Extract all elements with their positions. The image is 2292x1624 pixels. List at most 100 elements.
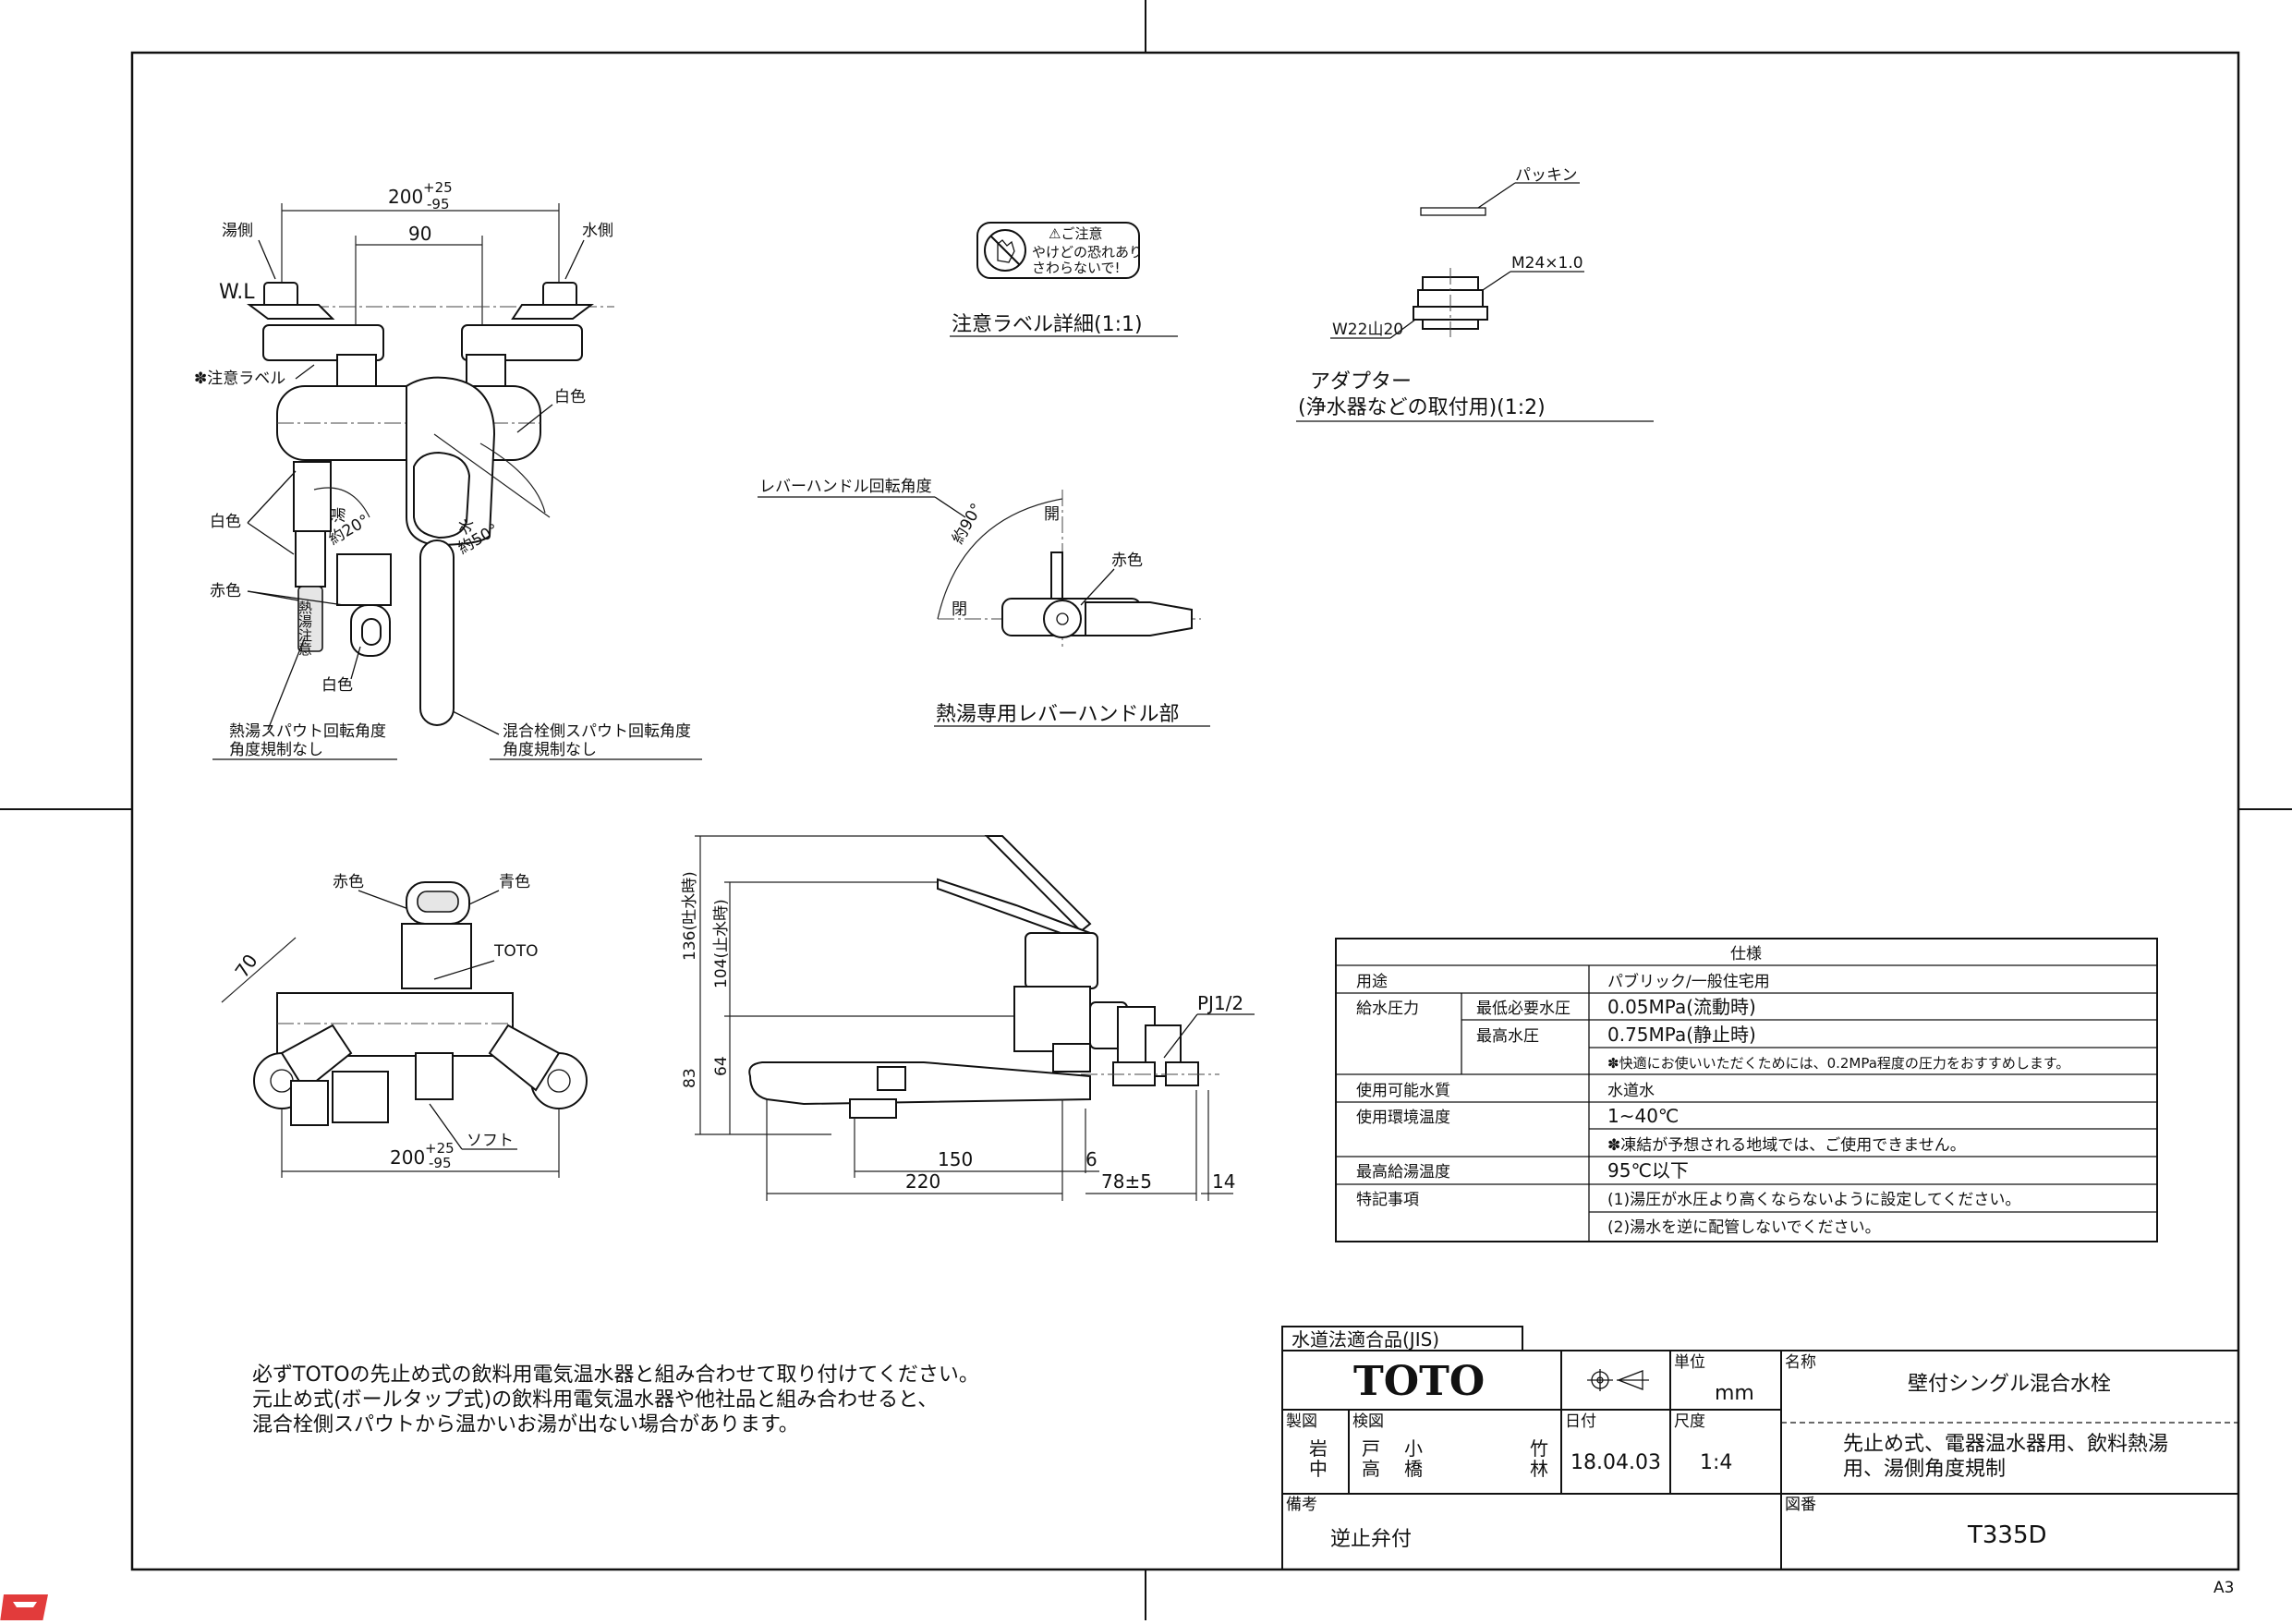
spec-row-1-label: 給水圧力 bbox=[1356, 1000, 1419, 1018]
jis-label: 水道法適合品(JIS) bbox=[1292, 1328, 1439, 1351]
thread-label: M24×1.0 bbox=[1511, 254, 1583, 273]
closed-label: 閉 bbox=[952, 600, 967, 619]
dim-104: 104(止水時) bbox=[712, 899, 731, 988]
label-caption: 注意ラベル詳細(1:1) bbox=[952, 313, 1143, 336]
label-line2: さわらないで! bbox=[1032, 260, 1121, 276]
spec-row-2-sub: 最高水圧 bbox=[1476, 1027, 1539, 1046]
dim-220: 220 bbox=[905, 1170, 940, 1193]
packing-label: パッキン bbox=[1515, 166, 1578, 185]
name-label: 名称 bbox=[1785, 1353, 1816, 1372]
dim-top: 200 bbox=[388, 186, 423, 208]
product-name: 壁付シングル混合水栓 bbox=[1908, 1373, 2111, 1396]
top-red-label: 赤色 bbox=[333, 873, 364, 891]
checked-e: 竹 bbox=[1530, 1437, 1548, 1460]
dim-14: 14 bbox=[1212, 1170, 1235, 1193]
side-view: 136(吐水時) 104(止水時) 83 64 PJ1/2 bbox=[681, 835, 1255, 1201]
label-title: ⚠ご注意 bbox=[1049, 225, 1102, 242]
spec-row-6-value: ✽凍結が予想される地域では、ご使用できません。 bbox=[1607, 1135, 1966, 1155]
svg-text:+25: +25 bbox=[423, 179, 453, 196]
front-view: 200 +25 -95 90 湯側 水側 W.L bbox=[194, 179, 702, 760]
spec-row-2-value: 0.75MPa(静止時) bbox=[1607, 1024, 1756, 1046]
checked-b: 小 bbox=[1404, 1437, 1423, 1460]
caution-label-callout: ✽注意ラベル bbox=[194, 370, 285, 388]
open-label: 開 bbox=[1044, 505, 1060, 524]
white-label-1: 白色 bbox=[554, 388, 586, 406]
drawn-2: 中 bbox=[1309, 1458, 1328, 1480]
top-view: 赤色 青色 TOTO 70 ソフト 200 +25 -95 bbox=[221, 873, 588, 1178]
spec-row-0-value: パブリック/一般住宅用 bbox=[1607, 972, 1770, 991]
svg-text:+25: +25 bbox=[425, 1140, 455, 1157]
white-label-3: 白色 bbox=[321, 676, 353, 695]
hot-side-label: 湯側 bbox=[222, 222, 253, 240]
wl-label: W.L bbox=[219, 281, 255, 304]
checked-d: 橋 bbox=[1404, 1458, 1423, 1480]
dim-150: 150 bbox=[938, 1148, 973, 1170]
adapter-caption-1: アダプター bbox=[1310, 370, 1412, 394]
spec-row-9-value: (2)湯水を逆に配管しないでください。 bbox=[1607, 1218, 1881, 1237]
note-line-2: 元止め式(ボールタップ式)の飲料用電気温水器や他社品と組み合わせると、 bbox=[252, 1388, 938, 1412]
svg-text:-95: -95 bbox=[427, 196, 450, 212]
lever-detail: レバーハンドル回転角度 約90° 開 閉 赤色 熱湯専用レバーハンドル部 bbox=[758, 478, 1210, 727]
adapter-caption-2: (浄水器などの取付用)(1:2) bbox=[1298, 396, 1546, 419]
hot-mark: 湯 bbox=[330, 507, 348, 523]
drawing-no: T335D bbox=[1967, 1521, 2047, 1549]
date-label: 日付 bbox=[1565, 1412, 1596, 1431]
mix-spout-note-2: 角度規制なし bbox=[503, 741, 597, 759]
checked-a: 戸 bbox=[1362, 1437, 1380, 1460]
spec-row-5-label: 使用環境温度 bbox=[1356, 1108, 1450, 1127]
spout-vertical-label: 熱湯注意 bbox=[297, 600, 313, 656]
drawing-no-label: 図番 bbox=[1785, 1496, 1816, 1514]
desc-line-1: 先止め式、電器温水器用、飲料熱湯 bbox=[1843, 1433, 2168, 1456]
rotation-label: レバーハンドル回転角度 bbox=[759, 478, 932, 496]
hot-spout-note-2: 角度規制なし bbox=[229, 741, 323, 759]
drawn-label: 製図 bbox=[1286, 1412, 1317, 1431]
spec-table: 仕様 用途 パブリック/一般住宅用 給水圧力 最低必要水圧 0.05MPa(流動… bbox=[1335, 938, 2158, 1242]
dim-6: 6 bbox=[1085, 1148, 1097, 1170]
scale-value: 1:4 bbox=[1700, 1451, 1732, 1474]
projection-symbol-icon bbox=[1587, 1369, 1649, 1391]
dim-inner: 90 bbox=[408, 223, 431, 245]
dim-83: 83 bbox=[681, 1068, 699, 1088]
adapter-detail: パッキン M24×1.0 W22山20 アダプター (浄水器などの取付用)(1:… bbox=[1296, 166, 1654, 422]
checked-f: 林 bbox=[1530, 1458, 1548, 1480]
remarks-value: 逆止弁付 bbox=[1330, 1528, 1412, 1551]
remarks-label: 備考 bbox=[1286, 1496, 1317, 1514]
installation-note: 必ずTOTOの先止め式の飲料用電気温水器と組み合わせて取り付けてください。 元止… bbox=[252, 1363, 979, 1436]
date-value: 18.04.03 bbox=[1570, 1451, 1661, 1474]
desc-line-2: 用、湯側角度規制 bbox=[1843, 1458, 2006, 1481]
dim-136: 136(吐水時) bbox=[681, 871, 699, 961]
spec-row-8-value: (1)湯圧が水圧より高くならないように設定してください。 bbox=[1607, 1191, 2020, 1209]
cold-side-label: 水側 bbox=[582, 222, 613, 240]
drawn-1: 岩 bbox=[1309, 1437, 1328, 1460]
red-label: 赤色 bbox=[210, 582, 241, 600]
spec-row-7-value: 95℃以下 bbox=[1607, 1159, 1689, 1182]
note-line-3: 混合栓側スパウトから温かいお湯が出ない場合があります。 bbox=[252, 1413, 799, 1436]
scale-label: 尺度 bbox=[1674, 1412, 1705, 1431]
w22-label: W22山20 bbox=[1332, 321, 1403, 339]
spec-row-7-label: 最高給湯温度 bbox=[1356, 1163, 1450, 1182]
toto-logo: TOTO bbox=[1353, 1358, 1485, 1405]
dim-70: 70 bbox=[230, 950, 261, 982]
mix-spout-note-1: 混合栓側スパウト回転角度 bbox=[503, 722, 691, 741]
sheet-size: A3 bbox=[2213, 1579, 2234, 1597]
checked-label: 検図 bbox=[1352, 1412, 1384, 1431]
spec-title: 仕様 bbox=[1730, 945, 1762, 963]
svg-text:-95: -95 bbox=[429, 1155, 452, 1171]
unit-label: 単位 bbox=[1674, 1353, 1705, 1372]
spec-row-8-label: 特記事項 bbox=[1356, 1191, 1419, 1209]
white-label-2: 白色 bbox=[210, 513, 241, 531]
soft-label: ソフト bbox=[467, 1132, 514, 1150]
spec-row-1-sub: 最低必要水圧 bbox=[1476, 1000, 1570, 1018]
label-line1: やけどの恐れあり bbox=[1032, 244, 1143, 261]
unit-value: mm bbox=[1715, 1382, 1754, 1405]
checked-c: 高 bbox=[1362, 1458, 1380, 1480]
pj-label: PJ1/2 bbox=[1197, 992, 1243, 1014]
dim-64: 64 bbox=[712, 1056, 731, 1076]
spec-row-1-value: 0.05MPa(流動時) bbox=[1607, 996, 1756, 1018]
lever-caption: 熱湯専用レバーハンドル部 bbox=[936, 703, 1180, 726]
caution-label-detail: ⚠ご注意 やけどの恐れあり さわらないで! 注意ラベル詳細(1:1) bbox=[950, 222, 1178, 337]
top-blue-label: 青色 bbox=[499, 873, 530, 891]
toto-mark: TOTO bbox=[493, 942, 539, 961]
